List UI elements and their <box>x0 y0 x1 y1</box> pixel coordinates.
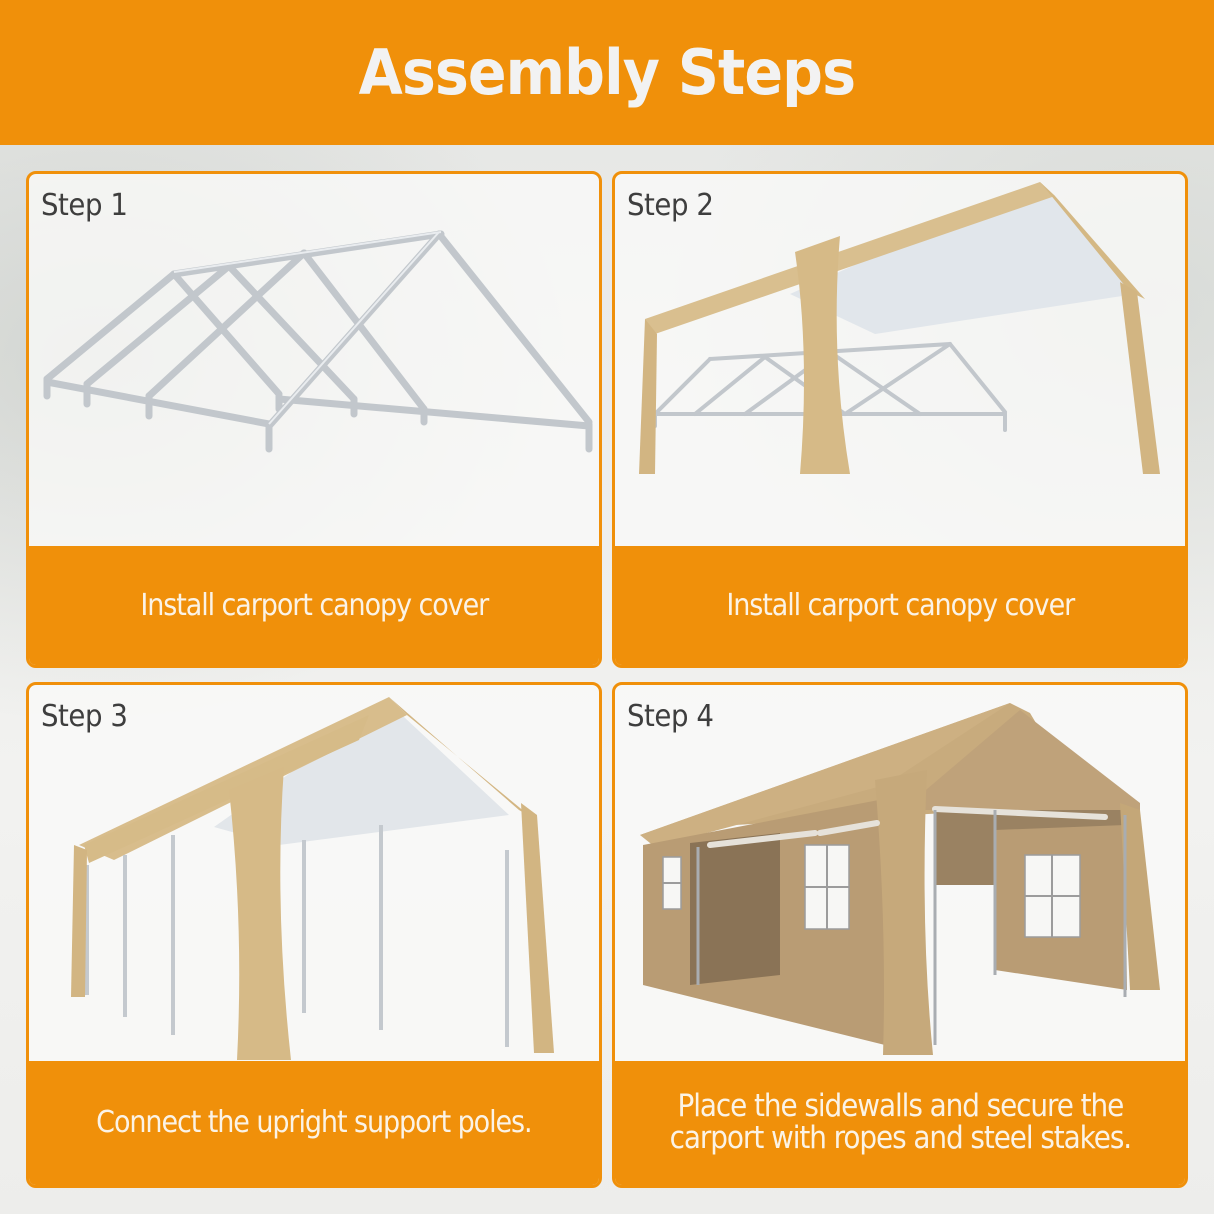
step-2-caption-text: Install carport canopy cover <box>726 587 1075 623</box>
step-4-panel: Step 4 Place the sidewalls and secure th… <box>612 682 1188 1188</box>
step-3-panel: Step 3 Connect the upright support poles… <box>26 682 602 1188</box>
step-4-caption-line-2: carport with ropes and steel stakes. <box>669 1120 1132 1156</box>
step-2-panel: Step 2 Install carport canopy cover <box>612 171 1188 668</box>
step-2-label: Step 2 <box>627 188 714 223</box>
step-1-caption: Install carport canopy cover <box>29 546 599 665</box>
step-4-caption-text: Place the sidewalls and secure the carpo… <box>669 1088 1132 1156</box>
carport-sidewalls-icon <box>640 703 1160 1055</box>
canopy-poles-icon <box>71 697 554 1060</box>
steel-frame-icon <box>43 230 593 453</box>
step-1-label: Step 1 <box>41 188 128 223</box>
step-3-caption-text: Connect the upright support poles. <box>96 1105 532 1140</box>
step-3-caption: Connect the upright support poles. <box>29 1061 599 1185</box>
canopy-cover-icon <box>639 182 1160 474</box>
step-2-caption: Install carport canopy cover <box>615 546 1185 665</box>
step-4-caption: Place the sidewalls and secure the carpo… <box>615 1061 1185 1185</box>
step-1-caption-text: Install carport canopy cover <box>140 587 489 623</box>
step-4-label: Step 4 <box>627 699 714 734</box>
step-1-panel: Step 1 Install carport canopy cover <box>26 171 602 668</box>
step-4-caption-line-1: Place the sidewalls and secure the <box>677 1088 1124 1125</box>
step-3-label: Step 3 <box>41 699 128 734</box>
page-title: Assembly Steps <box>358 36 856 109</box>
header-banner: Assembly Steps <box>0 0 1214 145</box>
